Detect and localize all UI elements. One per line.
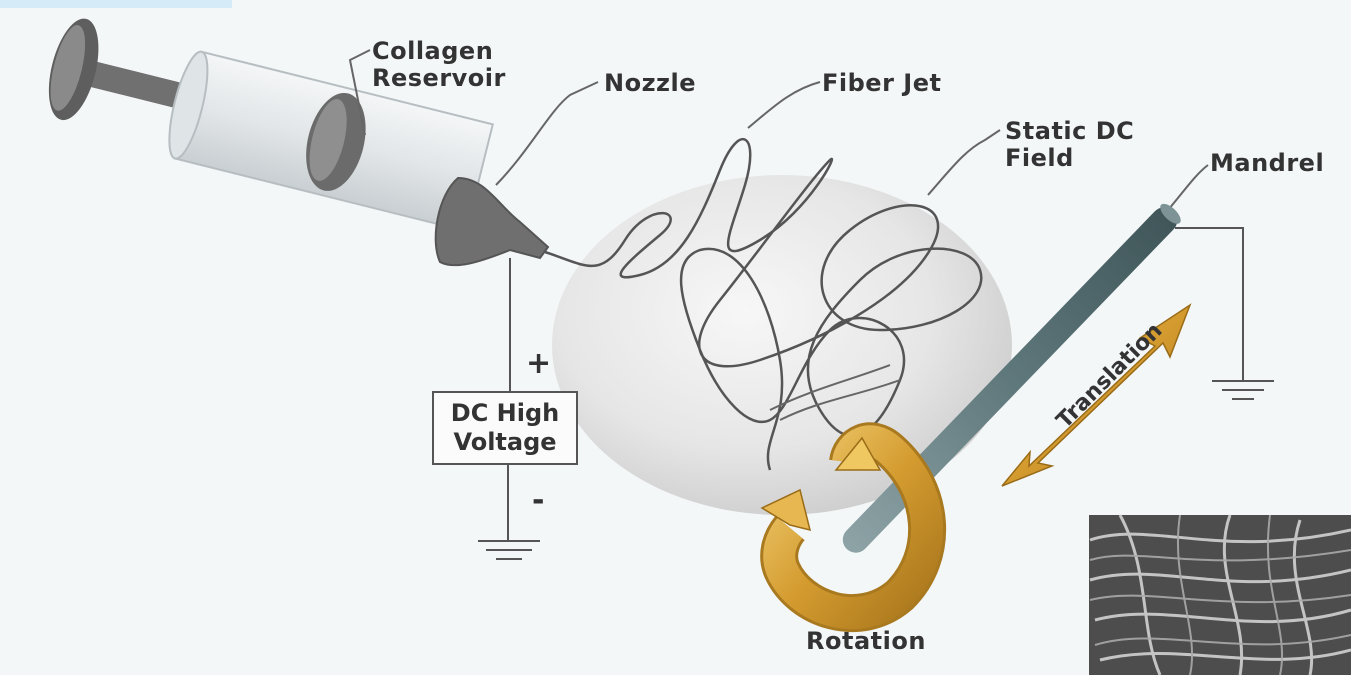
dc-high-voltage-box: DC High Voltage (432, 391, 578, 465)
rotation-label: Rotation (806, 628, 926, 655)
negative-terminal-sign: - (532, 483, 544, 518)
fiber-jet-label: Fiber Jet (822, 70, 941, 97)
mandrel-label: Mandrel (1210, 150, 1324, 177)
collagen-reservoir-label: Collagen Reservoir (372, 38, 506, 92)
nozzle-label: Nozzle (604, 70, 696, 97)
sem-micrograph-inset (1089, 515, 1351, 675)
positive-terminal-sign: + (526, 346, 551, 381)
nozzle-cone (436, 178, 548, 265)
static-dc-field-label: Static DC Field (1005, 118, 1134, 172)
